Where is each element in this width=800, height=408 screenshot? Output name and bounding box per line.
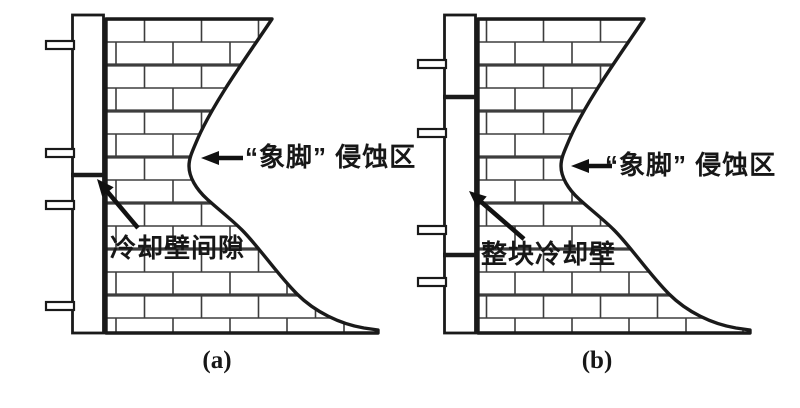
gap-callout-arrow-a-icon: [97, 179, 140, 230]
erosion-arrow-b-icon: [571, 159, 612, 173]
cooling-wall-column-b: [443, 13, 477, 335]
erosion-arrow-a-icon: [201, 151, 243, 165]
cooling-wall-gap-label-a: 冷却壁间隙: [110, 233, 246, 263]
mounting-lug-icon: [44, 147, 76, 159]
panel-a-drawing: [44, 13, 380, 335]
panel-caption-a: (a): [202, 347, 232, 374]
mounting-lugs-a: [44, 39, 76, 312]
mounting-lug-icon: [44, 199, 76, 211]
mounting-lug-icon: [44, 300, 76, 312]
mounting-lug-icon: [416, 127, 448, 139]
mounting-lug-icon: [416, 58, 448, 70]
refractory-lining-b: [476, 17, 752, 335]
erosion-zone-label-a: “象脚” 侵蚀区: [245, 142, 417, 172]
erosion-zone-label-b: “象脚” 侵蚀区: [605, 150, 777, 180]
mounting-lug-icon: [44, 39, 76, 51]
mounting-lugs-b: [416, 58, 448, 288]
panel-caption-b: (b): [581, 347, 613, 374]
mounting-lug-icon: [416, 276, 448, 288]
mounting-lug-icon: [416, 224, 448, 236]
monolithic-stave-label-b: 整块冷却壁: [481, 239, 617, 269]
stave-callout-arrow-b-icon: [469, 191, 526, 241]
panel-b-drawing: [416, 13, 752, 335]
refractory-lining-a: [104, 17, 380, 335]
